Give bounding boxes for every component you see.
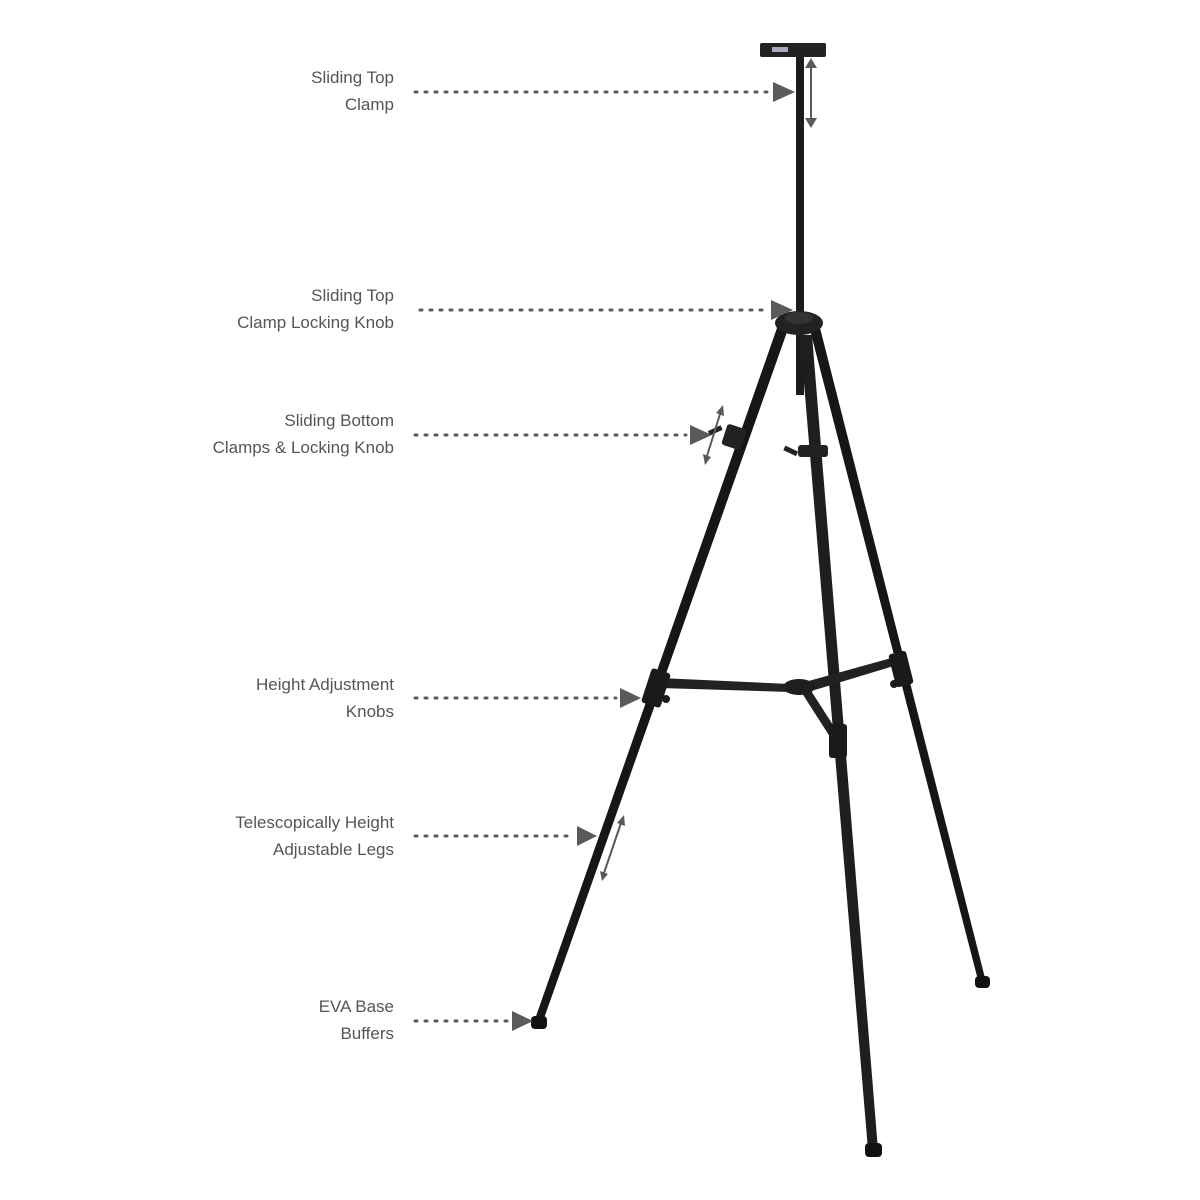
top-clamp [760,43,826,57]
callout-line: Telescopically Height [235,813,394,832]
slide-arrow-bottom-clamp [703,405,724,465]
callout-line: Clamp Locking Knob [237,313,394,332]
callout-telescopic-legs: Telescopically Height Adjustable Legs [235,809,394,863]
slide-arrow-top [805,58,817,128]
callout-line: Sliding Top [311,68,394,87]
pointer-arrow-5 [577,826,597,846]
easel [531,43,990,1157]
callout-sliding-top-clamp: Sliding Top Clamp [311,64,394,118]
callout-line: Adjustable Legs [273,840,394,859]
height-knob-back [829,724,847,758]
pointer-arrow-4 [620,688,641,708]
callout-height-adjustment-knobs: Height Adjustment Knobs [256,671,394,725]
pointer-arrow-3 [690,425,712,445]
brace-left [660,678,790,692]
foot-left [531,1016,547,1029]
foot-back [865,1143,882,1157]
bottom-clamp-left [721,424,747,450]
callout-line: Sliding Top [311,286,394,305]
brace-hub [783,679,815,695]
foot-right [975,976,990,988]
callout-line: Height Adjustment [256,675,394,694]
callout-line: Clamps & Locking Knob [212,438,394,457]
callout-eva-base-buffers: EVA Base Buffers [319,993,394,1047]
height-knob-right [888,650,914,688]
slide-arrow-legs [600,815,625,881]
callout-top-clamp-locking-knob: Sliding Top Clamp Locking Knob [237,282,394,336]
pointers [413,58,817,1031]
pointer-arrow-6 [512,1011,533,1031]
center-mast [796,55,804,395]
callout-line: EVA Base [318,997,394,1016]
bottom-clamp-back [798,445,828,457]
pointer-arrow-1 [773,82,795,102]
pointer-arrow-2 [771,300,793,320]
brace-right [805,657,897,692]
callout-line: Buffers [340,1024,394,1043]
callout-line: Clamp [344,95,394,114]
callout-line: Knobs [345,702,394,721]
callout-line: Sliding Bottom [284,411,394,430]
callout-sliding-bottom-clamps: Sliding Bottom Clamps & Locking Knob [213,407,394,461]
